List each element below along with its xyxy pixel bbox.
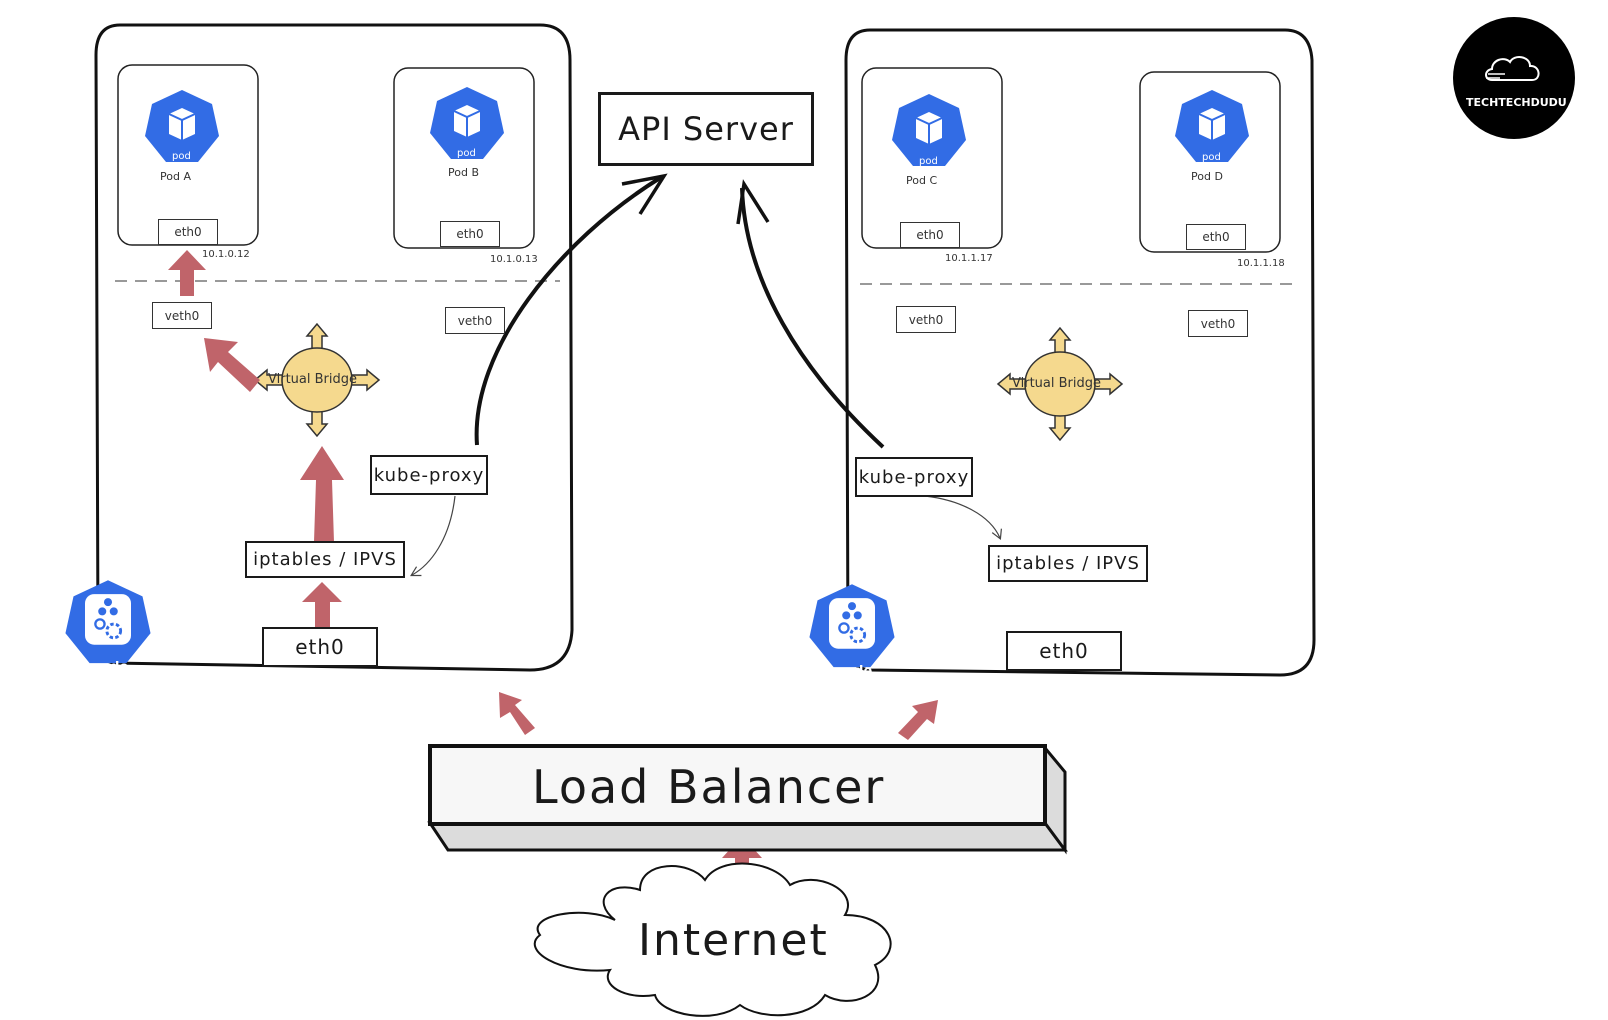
arrowhead-api-1 [621, 173, 668, 215]
virtual-bridge-1-label: Virtual Bridge [268, 372, 357, 387]
load-balancer-shape [427, 743, 1068, 855]
arrowhead-api-2 [736, 179, 770, 225]
pod-c-ip: 10.1.1.17 [945, 253, 993, 264]
load-balancer-label: Load Balancer [532, 760, 886, 814]
kube-proxy-2-box[interactable]: kube-proxy [855, 457, 973, 497]
node-1-icon-label: node [92, 660, 129, 675]
pod-c-veth0-label: veth0 [908, 312, 944, 327]
pod-d-icon [1175, 90, 1249, 162]
pod-d-eth0[interactable]: eth0 [1186, 224, 1246, 250]
pod-c-eth0-label: eth0 [916, 228, 944, 242]
arrow-lb-to-node-2 [898, 700, 938, 740]
node-2-icon-label: node [836, 664, 873, 679]
arrow-bridge-to-veth [204, 338, 260, 392]
node-2-frame [844, 28, 1316, 677]
node-2-icon [809, 584, 895, 668]
pod-a-eth0-label: eth0 [174, 225, 202, 239]
arrow-kube-proxy-2-to-api [740, 187, 885, 449]
pod-d-ip: 10.1.1.18 [1237, 258, 1285, 269]
pod-b-icon [430, 87, 504, 159]
kube-proxy-1-label: kube-proxy [373, 464, 485, 486]
pod-c-veth0[interactable]: veth0 [896, 306, 956, 333]
node-2-eth0[interactable]: eth0 [1006, 631, 1122, 671]
node-2-eth0-label: eth0 [1039, 639, 1089, 663]
pod-b-veth0-label: veth0 [457, 313, 493, 328]
internet-label: Internet [638, 915, 829, 966]
kube-proxy-1-box[interactable]: kube-proxy [370, 455, 488, 495]
pod-d-name: Pod D [1191, 170, 1223, 183]
pod-a-veth0[interactable]: veth0 [152, 302, 212, 329]
pod-a-icon [145, 90, 219, 162]
arrow-kube-proxy-1-to-iptables [410, 495, 456, 577]
techtechdudu-logo [1453, 17, 1575, 139]
pod-d-icon-label: pod [1202, 152, 1221, 163]
virtual-bridge-2-label: Virtual Bridge [1012, 376, 1101, 391]
arrow-veth-to-pod [168, 250, 206, 296]
pod-d-eth0-label: eth0 [1202, 230, 1230, 244]
arrow-eth0-to-iptables [302, 582, 342, 628]
arrow-lb-to-node-1 [499, 692, 535, 735]
pod-d-veth0[interactable]: veth0 [1188, 310, 1248, 337]
iptables-2-label: iptables / IPVS [996, 553, 1140, 574]
arrow-iptables-to-bridge [300, 446, 344, 542]
pod-a-ip: 10.1.0.12 [202, 249, 250, 260]
pod-d-veth0-label: veth0 [1200, 316, 1236, 331]
internet-cloud-shape [533, 862, 892, 1017]
iptables-1-box[interactable]: iptables / IPVS [245, 541, 405, 578]
pod-b-icon-label: pod [457, 148, 476, 159]
pod-d-box [1139, 71, 1281, 253]
pod-a-box [117, 64, 259, 246]
pod-a-veth0-label: veth0 [164, 308, 200, 323]
pod-b-box [393, 67, 535, 249]
node-1-eth0-label: eth0 [295, 635, 345, 659]
pod-b-ip: 10.1.0.13 [490, 254, 538, 265]
pod-b-name: Pod B [448, 166, 479, 179]
pod-c-eth0[interactable]: eth0 [900, 222, 960, 248]
node-1-frame [94, 23, 574, 672]
pod-a-eth0[interactable]: eth0 [158, 219, 218, 245]
node-1-eth0[interactable]: eth0 [262, 627, 378, 667]
arrow-kube-proxy-1-to-api [474, 176, 662, 446]
pod-c-icon [892, 94, 966, 166]
iptables-1-label: iptables / IPVS [253, 549, 397, 570]
virtual-bridge-1-icon [253, 322, 381, 438]
api-server-label: API Server [618, 110, 794, 148]
pod-b-eth0[interactable]: eth0 [440, 221, 500, 247]
pod-a-name: Pod A [160, 170, 191, 183]
pod-b-veth0[interactable]: veth0 [445, 307, 505, 334]
api-server-box: API Server [598, 92, 814, 166]
logo-text: TECHTECHDUDU [1466, 96, 1567, 109]
pod-a-icon-label: pod [172, 151, 191, 162]
node-1-icon [65, 580, 151, 664]
pod-c-icon-label: pod [919, 156, 938, 167]
pod-b-eth0-label: eth0 [456, 227, 484, 241]
iptables-2-box[interactable]: iptables / IPVS [988, 545, 1148, 582]
virtual-bridge-2-icon [996, 326, 1124, 442]
arrow-kube-proxy-2-to-iptables [924, 495, 1002, 541]
pod-c-box [861, 67, 1003, 249]
pod-c-name: Pod C [906, 174, 938, 187]
kube-proxy-2-label: kube-proxy [858, 466, 970, 488]
